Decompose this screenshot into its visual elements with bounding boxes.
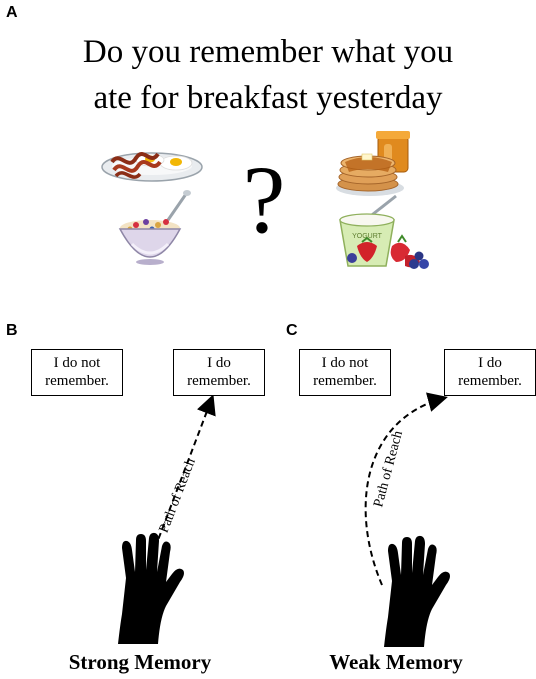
weak-box-not-remember-line2: remember. [313, 373, 377, 389]
panel-a-label: A [6, 4, 18, 21]
strong-memory-caption: Strong Memory [68, 650, 212, 674]
panel-c-label: C [286, 322, 298, 339]
weak-reach-path [364, 392, 448, 586]
question-line-2: ate for breakfast yesterday [93, 80, 443, 116]
strong-box-remember-line1: I do [207, 355, 231, 371]
strong-box-not-remember-line2: remember. [45, 373, 109, 389]
pancakes-syrup-icon [336, 131, 410, 196]
strong-reach-path [154, 394, 216, 549]
strong-box-remember: I do remember. [173, 349, 265, 396]
yogurt-berries-icon: YOGURT [339, 194, 429, 269]
strong-box-not-remember: I do not remember. [31, 349, 123, 396]
question-mark: ? [243, 146, 286, 253]
yogurt-label: YOGURT [352, 233, 383, 240]
weak-box-not-remember-line1: I do not [321, 355, 369, 371]
weak-box-not-remember: I do not remember. [299, 349, 391, 396]
weak-path-label: Path of Reach [371, 429, 406, 509]
weak-box-remember-line1: I do [478, 355, 502, 371]
strong-path-label: Path of Reach [157, 456, 199, 535]
weak-box-remember-line2: remember. [458, 373, 522, 389]
strong-box-not-remember-line1: I do not [53, 355, 101, 371]
strong-hand-icon [118, 532, 184, 644]
strong-box-remember-line2: remember. [187, 373, 251, 389]
bacon-eggs-plate-icon [101, 152, 203, 182]
weak-hand-icon [384, 535, 450, 647]
weak-box-remember: I do remember. [444, 349, 536, 396]
cereal-bowl-icon [118, 190, 191, 265]
panel-b-label: B [6, 322, 18, 339]
question-line-1: Do you remember what you [82, 34, 454, 70]
weak-memory-caption: Weak Memory [329, 650, 463, 674]
